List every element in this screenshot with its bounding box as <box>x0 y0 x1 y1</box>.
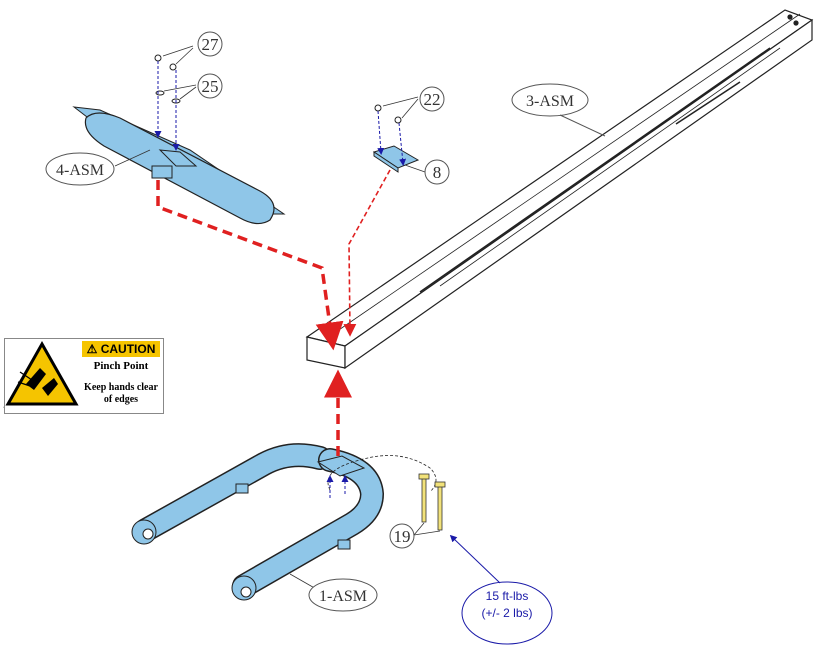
torque-line-2: (+/- 2 lbs) <box>481 606 533 620</box>
callout-27: 27 <box>202 35 220 54</box>
torque-line-1: 15 ft-lbs <box>485 589 529 603</box>
caution-icon-area <box>5 340 79 406</box>
caution-line-1: Keep hands clear <box>84 382 158 393</box>
assembly-arrows <box>156 169 391 456</box>
frame-1-asm <box>131 443 437 601</box>
callout-4-asm: 4-ASM <box>56 162 104 179</box>
callout-19: 19 <box>394 527 411 546</box>
rail-3-asm <box>305 9 814 370</box>
handle-4-asm <box>72 45 286 225</box>
callout-25: 25 <box>202 77 219 96</box>
caution-title: Pinch Point <box>93 360 149 372</box>
callout-shapes <box>45 31 606 645</box>
caution-header: ⚠ CAUTION <box>82 341 160 357</box>
callout-22: 22 <box>424 90 441 109</box>
callout-1-asm: 1-ASM <box>319 588 367 605</box>
caution-text: Keep hands clear of edges <box>80 382 162 406</box>
caution-line-2: of edges <box>103 394 139 405</box>
torque-spec: 15 ft-lbs (+/- 2 lbs) <box>463 588 551 622</box>
bolts-19 <box>413 473 446 536</box>
callout-8: 8 <box>433 163 442 182</box>
callout-3-asm: 3-ASM <box>526 93 574 110</box>
plate-8 <box>372 96 426 173</box>
